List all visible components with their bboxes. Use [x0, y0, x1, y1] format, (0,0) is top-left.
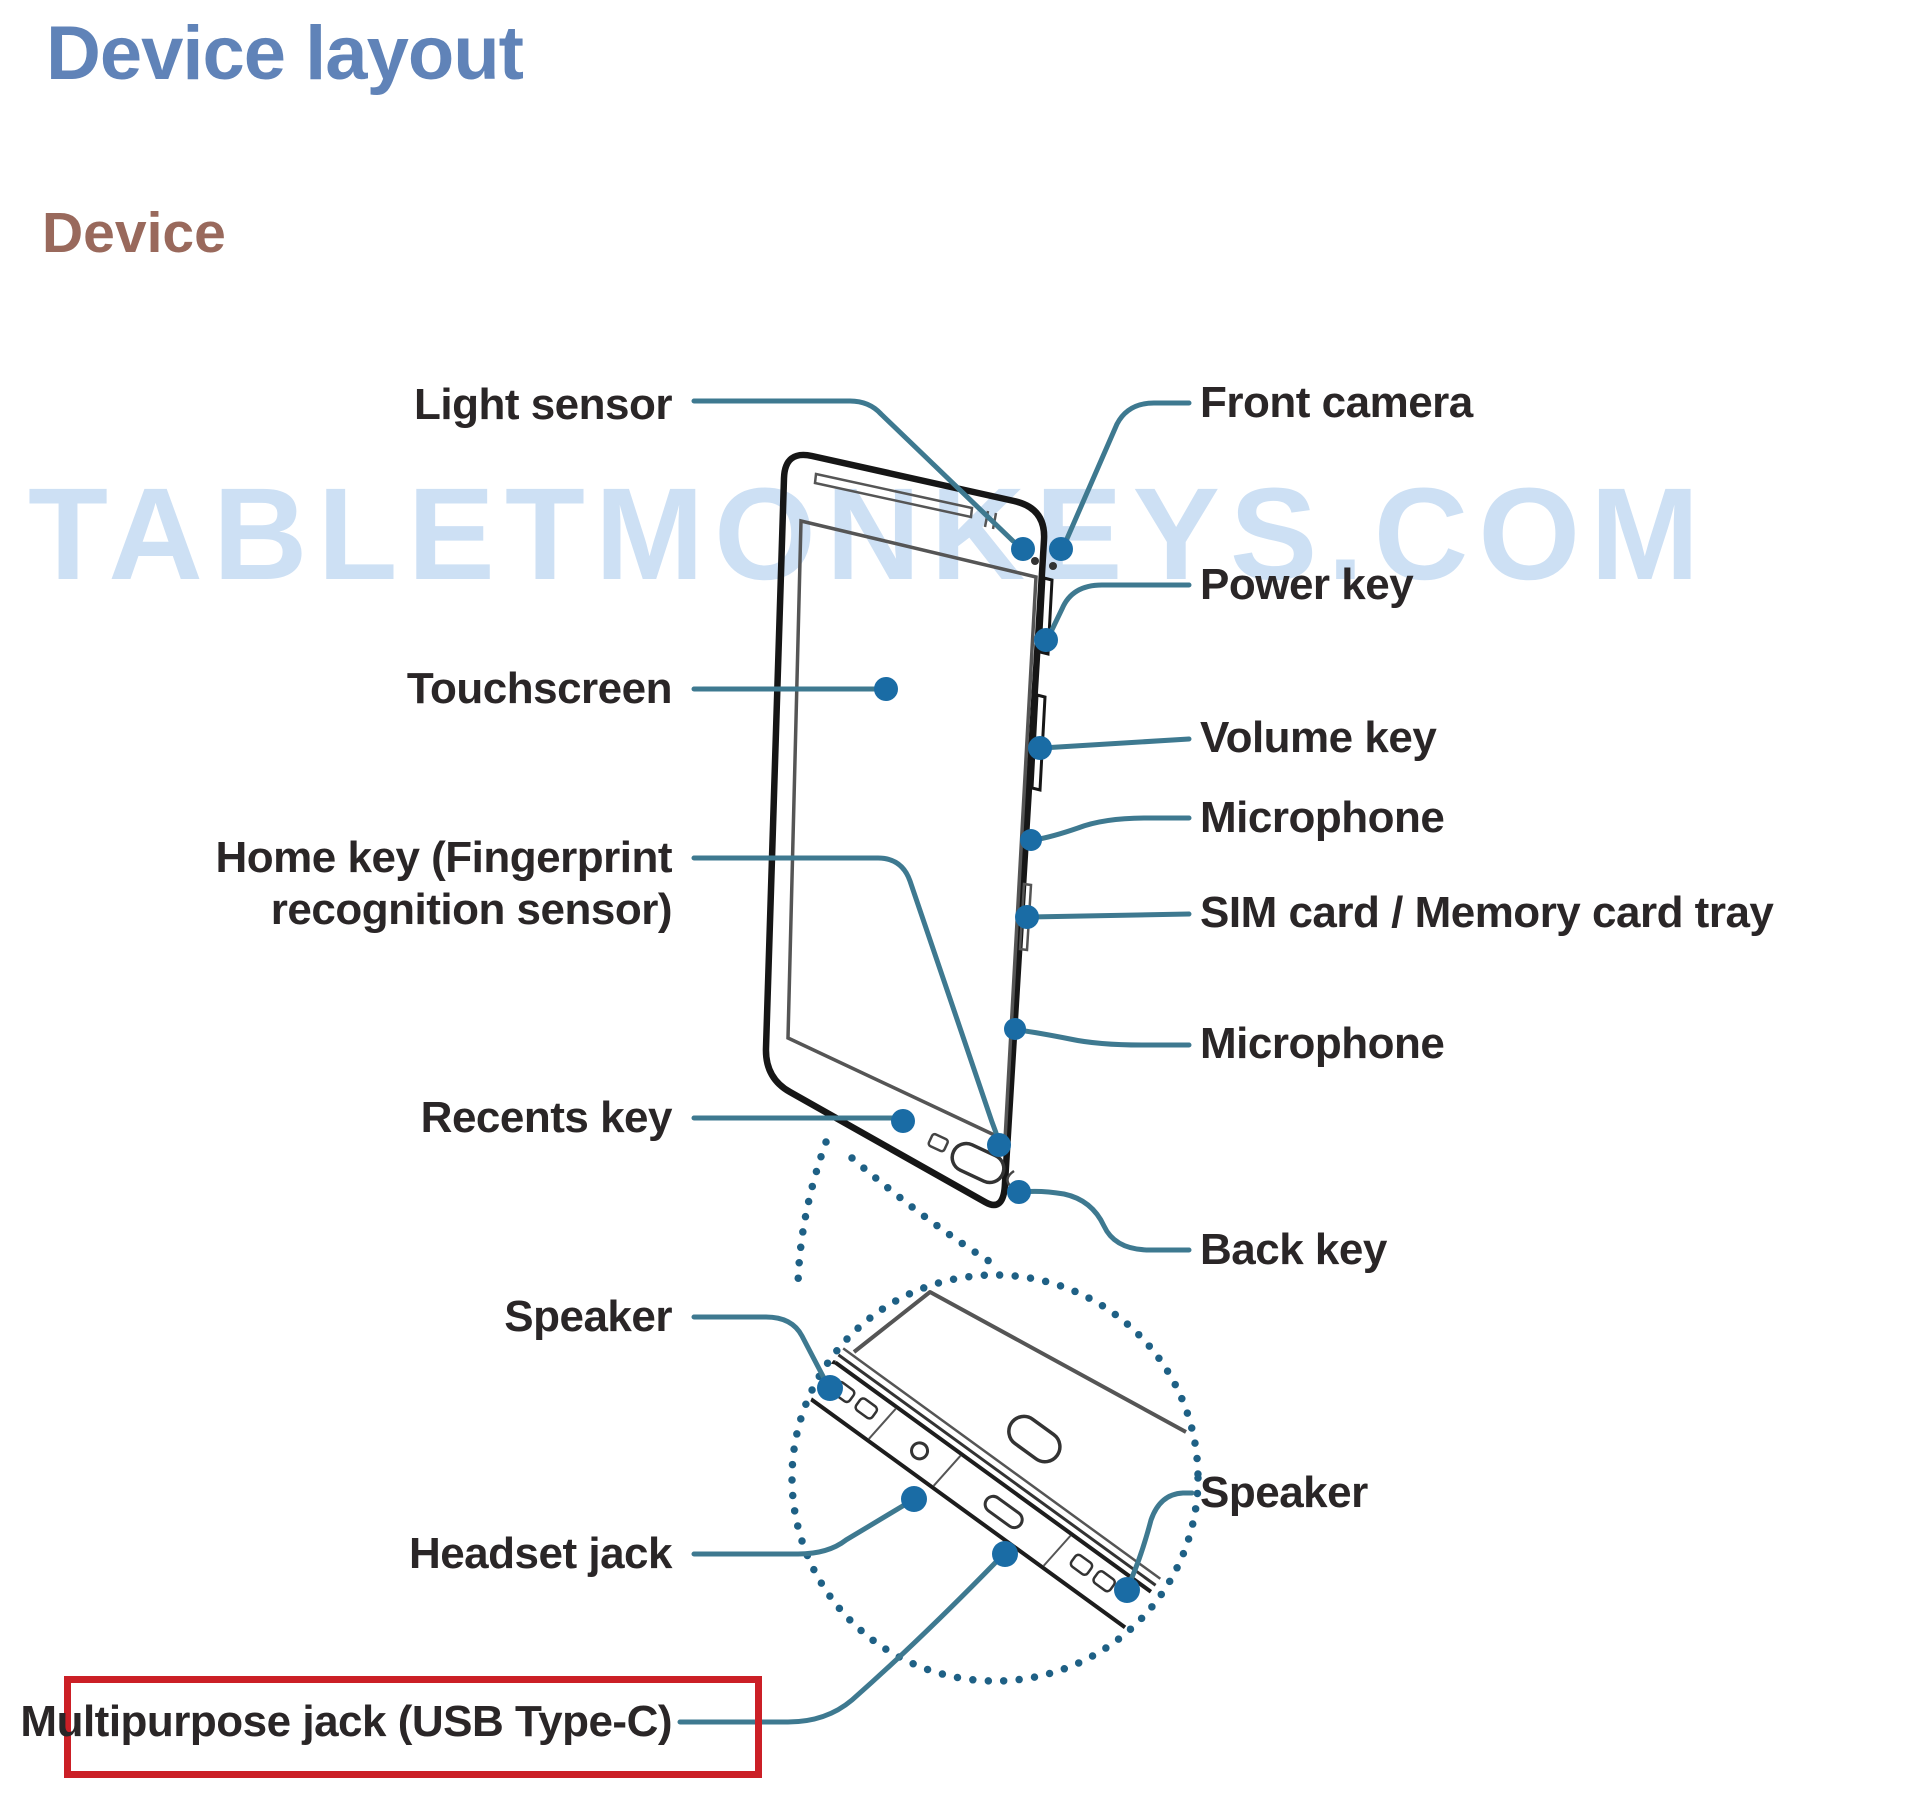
back-panel-corner [852, 1290, 1187, 1434]
label-home-key-line1: Home key (Fingerprint [215, 833, 673, 882]
label-back-key: Back key [1200, 1225, 1387, 1274]
label-speaker-left: Speaker [504, 1292, 672, 1341]
dot-front-camera [1049, 537, 1073, 561]
leader-multipurpose-jack [677, 1559, 999, 1725]
dot-touchscreen [874, 677, 898, 701]
label-headset-jack: Headset jack [408, 1529, 673, 1578]
label-microphone-lower: Microphone [1200, 1019, 1445, 1068]
dot-speaker-left [817, 1375, 843, 1401]
label-touchscreen: Touchscreen [406, 664, 673, 713]
tablet-outline [762, 451, 1048, 1209]
label-volume-key: Volume key [1200, 713, 1437, 762]
label-home-key-line2: recognition sensor) [270, 885, 673, 934]
leader-volume-key [1039, 736, 1192, 751]
leader-front-camera [1063, 400, 1192, 544]
label-home-key: Home key (Fingerprint recognition sensor… [215, 832, 673, 936]
label-multipurpose-jack: Multipurpose jack (USB Type-C) [20, 1697, 672, 1746]
glass-edge-line [842, 1347, 1162, 1580]
headset-jack-hole [910, 1441, 930, 1461]
highlight-box-multipurpose-jack [64, 1676, 762, 1778]
leader-back-key [1019, 1188, 1192, 1253]
leader-speaker-right [1126, 1490, 1195, 1587]
magnifier-circle [788, 1271, 1202, 1685]
dot-microphone-upper [1020, 829, 1042, 851]
earpiece-grille [813, 472, 974, 519]
power-key-button [1038, 576, 1054, 656]
dot-sim-card-tray [1015, 905, 1039, 929]
light-sensor-hole [1031, 557, 1039, 565]
leader-home-key [691, 855, 1002, 1145]
dot-speaker-right [1114, 1577, 1140, 1603]
home-key-magnified [1007, 1414, 1062, 1464]
dot-multipurpose-jack [992, 1541, 1018, 1567]
usb-type-c-port [983, 1494, 1024, 1530]
home-key-button [950, 1141, 1006, 1185]
label-light-sensor: Light sensor [413, 380, 673, 429]
dot-headset-jack [901, 1486, 927, 1512]
leader-speaker-left [691, 1314, 829, 1385]
edge-seam-1 [868, 1408, 897, 1440]
speaker-slot-left-2 [854, 1397, 879, 1420]
touchscreen-outline [786, 518, 1038, 1143]
recents-key-icon [927, 1132, 949, 1153]
speaker-slot-right-1 [1069, 1553, 1094, 1576]
magnifier-projection-right [848, 1154, 1004, 1272]
edge-seam-3 [1042, 1535, 1072, 1567]
leader-headset-jack [691, 1501, 909, 1557]
section-title: Device [42, 201, 226, 265]
dot-home-key [987, 1133, 1011, 1157]
leader-light-sensor [691, 398, 1016, 544]
leader-dots [817, 537, 1140, 1603]
label-speaker-right: Speaker [1200, 1468, 1368, 1517]
bezel-edge-line [837, 1353, 1157, 1587]
page-title: Device layout [46, 11, 524, 96]
dot-light-sensor [1011, 537, 1035, 561]
magnifier-projection-left [794, 1138, 830, 1288]
label-power-key: Power key [1200, 560, 1414, 609]
label-microphone-upper: Microphone [1200, 793, 1445, 842]
dot-power-key [1034, 628, 1058, 652]
leader-power-key [1046, 582, 1192, 639]
dot-microphone-lower [1004, 1018, 1026, 1040]
label-sim-card-tray: SIM card / Memory card tray [1200, 888, 1774, 937]
leader-microphone-lower [1015, 1027, 1192, 1048]
tablet-front-view [762, 451, 1057, 1209]
leader-lines [677, 398, 1195, 1725]
leader-microphone-upper [1031, 815, 1192, 843]
dot-volume-key [1028, 736, 1052, 760]
dot-back-key [1007, 1180, 1031, 1204]
speaker-slot-right-2 [1092, 1570, 1117, 1593]
dot-recents-key [891, 1109, 915, 1133]
front-camera-hole [1049, 562, 1057, 570]
label-recents-key: Recents key [420, 1093, 673, 1142]
leader-sim-card-tray [1027, 911, 1192, 920]
edge-seam-2 [932, 1455, 962, 1487]
label-front-camera: Front camera [1200, 378, 1473, 427]
